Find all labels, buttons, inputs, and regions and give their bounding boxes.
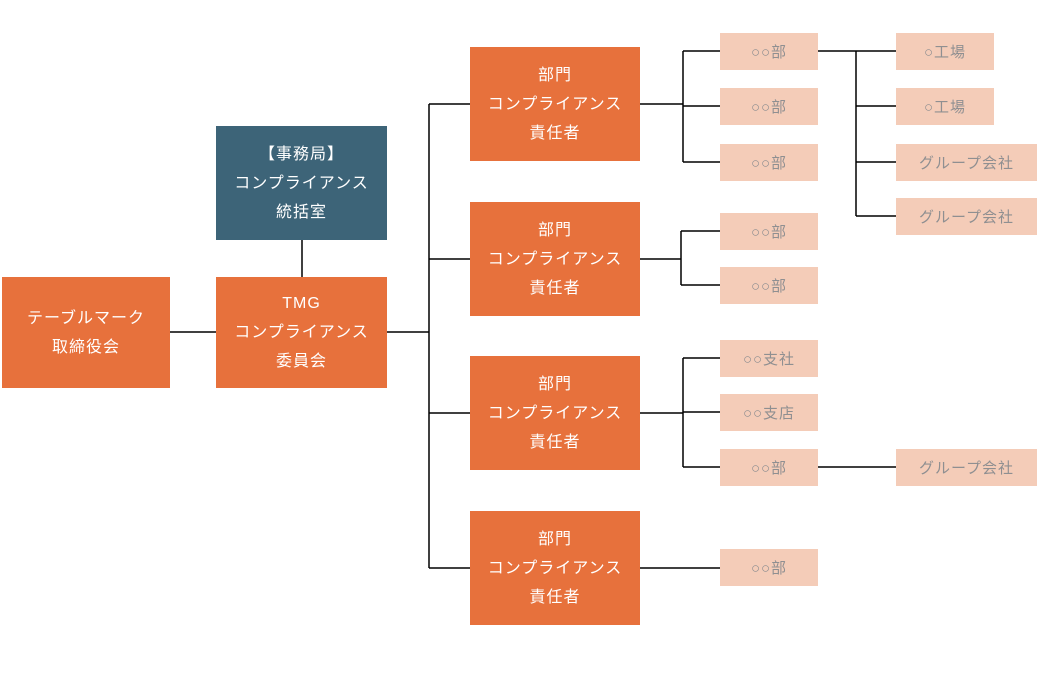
node-department-1: 部門 コンプライアンス 責任者 [470,47,640,161]
node-dept1-partner-factory-2: ○工場 [896,88,994,125]
node-dept4-unit-1: ○○部 [720,549,818,586]
node-dept3-unit-2: ○○支店 [720,394,818,431]
node-dept2-unit-2: ○○部 [720,267,818,304]
node-dept1-unit-3: ○○部 [720,144,818,181]
node-department-3: 部門 コンプライアンス 責任者 [470,356,640,470]
node-dept1-partner-group-company-1: グループ会社 [896,144,1037,181]
node-dept1-unit-1: ○○部 [720,33,818,70]
node-dept1-unit-2: ○○部 [720,88,818,125]
node-dept2-unit-1: ○○部 [720,213,818,250]
node-board: テーブルマーク 取締役会 [2,277,170,388]
node-department-4: 部門 コンプライアンス 責任者 [470,511,640,625]
node-dept3-partner-group-company: グループ会社 [896,449,1037,486]
node-dept3-unit-1: ○○支社 [720,340,818,377]
node-department-2: 部門 コンプライアンス 責任者 [470,202,640,316]
node-dept1-partner-factory-1: ○工場 [896,33,994,70]
node-secretariat: 【事務局】 コンプライアンス 統括室 [216,126,387,240]
node-dept1-partner-group-company-2: グループ会社 [896,198,1037,235]
node-dept3-unit-3: ○○部 [720,449,818,486]
node-committee: TMG コンプライアンス 委員会 [216,277,387,388]
